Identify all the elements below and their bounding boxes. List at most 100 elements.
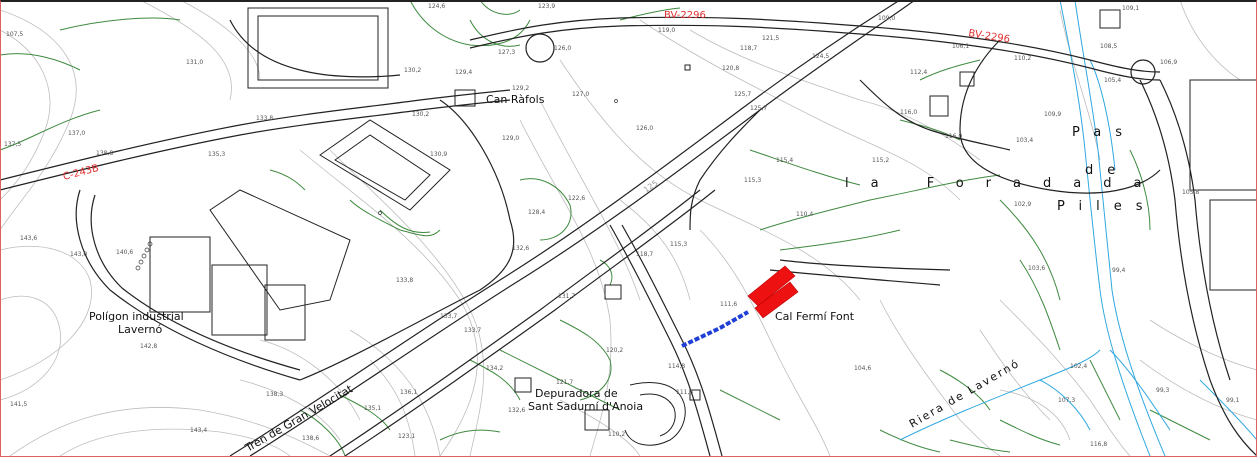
building-sports-field	[247, 7, 389, 89]
spot-height: 118,7	[740, 45, 757, 52]
spot-height: 108,5	[1100, 43, 1117, 50]
spot-height: 102,4	[1070, 363, 1087, 370]
spot-height: 103,4	[1016, 137, 1033, 144]
place-label-sant-sadurni: Sant Sadurní d'Anoia	[528, 400, 643, 413]
spot-height: 135,1	[364, 405, 381, 412]
buildings	[149, 7, 1257, 446]
spot-height: 115,3	[670, 241, 687, 248]
spot-height: 112,4	[910, 69, 927, 76]
spot-height: 102,9	[1014, 201, 1031, 208]
road-diagonal	[229, 0, 901, 456]
spot-height: 131,7	[558, 293, 575, 300]
spot-height: 107,5	[6, 31, 23, 38]
spot-height: 129,0	[502, 135, 519, 142]
water-courses	[899, 0, 1257, 456]
spot-height: 118,7	[636, 251, 653, 258]
spot-height: 130,2	[412, 111, 429, 118]
spot-height: 116,0	[900, 109, 917, 116]
road-c243b	[0, 89, 511, 181]
water-label-riera-de-laverno: Riera de Lavernó	[907, 357, 1022, 431]
spot-height: 99,1	[1226, 397, 1240, 404]
spot-height: 107,3	[1058, 397, 1075, 404]
highlighted-path[interactable]	[681, 310, 749, 348]
spot-height: 137,0	[68, 130, 85, 137]
spot-height: 137,5	[4, 141, 21, 148]
spot-height: 115,4	[776, 157, 793, 164]
spot-height: 99,4	[1112, 267, 1126, 274]
rail-label-tren-gran-velocitat: Tren de Gran Velocitat	[242, 382, 355, 455]
spot-height: 141,5	[10, 401, 27, 408]
spot-height: 138,6	[302, 435, 319, 442]
spot-height: 124,5	[812, 53, 829, 60]
place-label-pas: Pas	[1072, 125, 1136, 140]
spot-height: 126,0	[554, 45, 571, 52]
spot-height: 128,4	[528, 209, 545, 216]
spot-height: 130,9	[430, 151, 447, 158]
spot-height: 123,9	[538, 3, 555, 10]
spot-height: 133,8	[256, 115, 273, 122]
spot-height: 136,1	[400, 389, 417, 396]
spot-height: 120,2	[606, 347, 623, 354]
cal-fermi-font-buildings[interactable]	[747, 265, 799, 319]
spot-height: 127,3	[498, 49, 515, 56]
spot-height: 105,8	[1182, 189, 1199, 196]
spot-height: 110,4	[796, 211, 813, 218]
spot-height: 125,7	[734, 91, 751, 98]
spot-height: 114,8	[668, 363, 685, 370]
spot-height: 110,2	[608, 431, 625, 438]
spot-height: 119,0	[658, 27, 675, 34]
place-label-piles: Piles	[1057, 199, 1157, 214]
spot-height: 140,6	[116, 249, 133, 256]
spot-height: 130,2	[404, 67, 421, 74]
spot-height: 135,3	[208, 151, 225, 158]
spot-height: 115,3	[744, 177, 761, 184]
spot-height: 109,0	[878, 15, 895, 22]
spot-height: 132,6	[512, 245, 529, 252]
spot-height: 120,8	[722, 65, 739, 72]
road-label-bv2296-west: BV-2296	[664, 10, 706, 21]
spot-height: 129,2	[512, 85, 529, 92]
road-bv2296	[469, 16, 1161, 73]
road-label-bv2296-east: BV-2296	[968, 28, 1011, 45]
place-label-depuradora: Depuradora de	[535, 387, 618, 400]
spot-height: 111,8	[676, 389, 693, 396]
spot-height: 106,1	[952, 43, 969, 50]
spot-height: 131,0	[186, 59, 203, 66]
spot-height: 132,6	[508, 407, 525, 414]
spot-height: 122,6	[568, 195, 585, 202]
road-label-c243b: C-243B	[62, 163, 100, 183]
spot-height: 133,7	[464, 327, 481, 334]
spot-height: 124,6	[428, 3, 445, 10]
place-label-laverno: Lavernó	[118, 323, 162, 336]
spot-height: 116,0	[945, 133, 962, 140]
spot-height: 104,6	[854, 365, 871, 372]
spot-height: 123,1	[398, 433, 415, 440]
spot-height: 126,0	[636, 125, 653, 132]
spot-height: 138,8	[96, 150, 113, 157]
place-label-poligon-industrial: Polígon industrial	[89, 310, 184, 323]
spot-height: 125,7	[750, 105, 767, 112]
spot-height: 121,5	[762, 35, 779, 42]
spot-height: 105,4	[1104, 77, 1121, 84]
place-label-de: de	[1085, 163, 1129, 178]
spot-height: 134,2	[486, 365, 503, 372]
spot-height: 133,8	[396, 277, 413, 284]
place-label-cal-fermi-font: Cal Fermí Font	[775, 310, 855, 323]
spot-height: 133,7	[440, 313, 457, 320]
spot-height: 143,0	[70, 251, 87, 258]
place-label-can-rafols: Can Ràfols	[486, 93, 545, 106]
spot-height: 99,3	[1156, 387, 1170, 394]
well-markers	[135, 99, 618, 271]
spot-height: 109,9	[1044, 111, 1061, 118]
place-label-la-foradada: la Foradada	[845, 176, 1163, 191]
spot-height: 110,2	[1014, 55, 1031, 62]
spot-height: 143,6	[20, 235, 37, 242]
spot-height: 143,4	[190, 427, 207, 434]
spot-height: 142,8	[140, 343, 157, 350]
spot-height: 103,6	[1028, 265, 1045, 272]
spot-height: 109,1	[1122, 5, 1139, 12]
spot-height: 129,4	[455, 69, 472, 76]
